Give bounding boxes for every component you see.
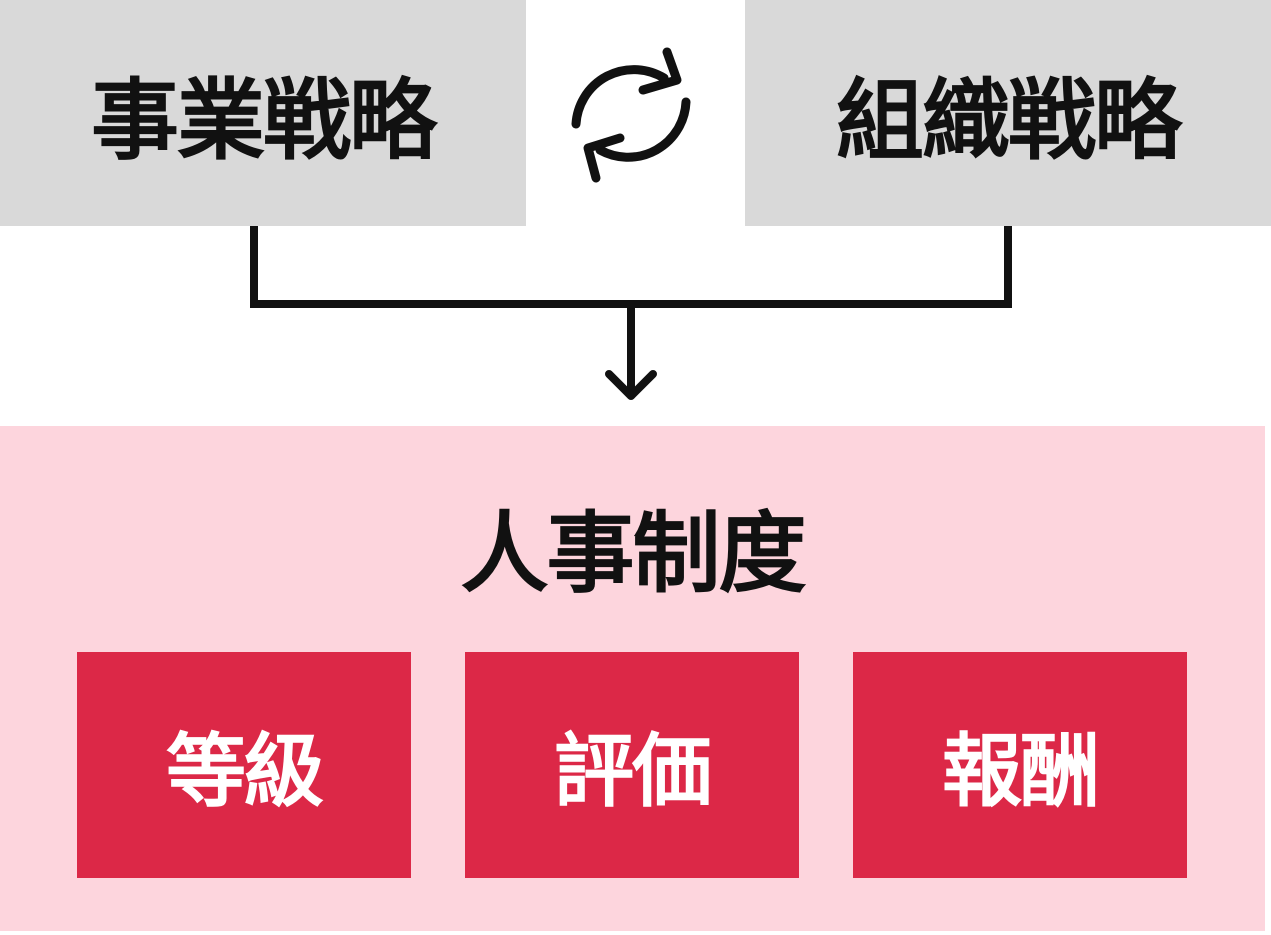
hr-system-panel: 人事制度 等級 評価 報酬 xyxy=(0,426,1265,931)
cycle-arc-bottom xyxy=(595,97,691,162)
organization-strategy-box: 組織戦略 xyxy=(745,0,1271,226)
refresh-cycle-icon xyxy=(571,47,691,183)
compensation-label: 報酬 xyxy=(942,725,1100,818)
hr-system-title: 人事制度 xyxy=(460,502,806,605)
evaluation-box: 評価 xyxy=(465,652,799,878)
business-strategy-label: 事業戦略 xyxy=(90,68,437,172)
grade-label: 等級 xyxy=(166,725,324,818)
cycle-arc-top xyxy=(571,65,669,129)
evaluation-label: 評価 xyxy=(554,725,712,818)
down-arrow-icon xyxy=(605,300,657,400)
grade-box: 等級 xyxy=(77,652,411,878)
compensation-box: 報酬 xyxy=(853,652,1187,878)
bracket-connector xyxy=(250,226,1012,308)
business-strategy-box: 事業戦略 xyxy=(0,0,526,226)
cycle-arrowhead-top xyxy=(638,47,682,95)
organization-strategy-label: 組織戦略 xyxy=(835,68,1182,172)
cycle-arrowhead-bottom xyxy=(583,133,625,183)
